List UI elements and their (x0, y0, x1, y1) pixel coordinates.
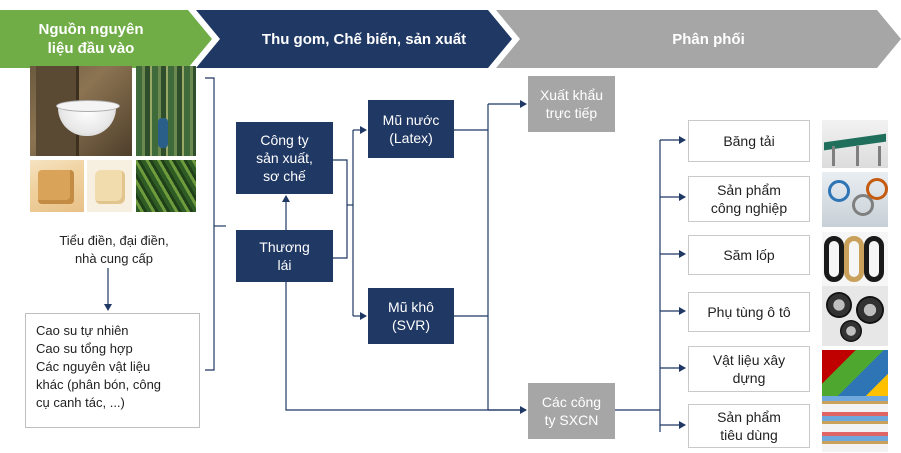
inputs-list-item: khác (phân bón, công (36, 377, 162, 392)
product-box-consumer: Sản phẩm tiêu dùng (688, 404, 810, 448)
conveyor-belt-photo (822, 120, 888, 168)
industrial-box: Các công ty SXCN (528, 383, 615, 439)
latex-line: Mũ nước (382, 112, 440, 128)
export-box: Xuất khẩu trực tiếp (528, 76, 615, 132)
export-line: trực tiếp (545, 105, 598, 121)
latex-line: (Latex) (389, 130, 433, 146)
consumer-products-photo (822, 396, 888, 452)
rubber-block-photo (87, 160, 132, 212)
inputs-list-item: cụ canh tác, ...) (36, 395, 125, 410)
company-line: sản xuất, (256, 150, 313, 166)
header-inputs-line1: Nguồn nguyên (38, 21, 144, 38)
product-label: công nghiệp (710, 200, 788, 216)
product-label: Vật liệu xây (712, 352, 786, 368)
product-label: dựng (732, 370, 766, 386)
latex-box: Mũ nước (Latex) (368, 100, 454, 158)
product-label: Phụ tùng ô tô (707, 304, 791, 320)
header-distribution: Phân phối (496, 10, 901, 68)
header-distribution-label: Phân phối (672, 30, 745, 48)
industrial-line: Các công (541, 394, 602, 410)
latex-tapping-photo (30, 66, 132, 156)
rubber-block-photo (30, 160, 84, 212)
company-line: sơ chế (263, 168, 306, 184)
sources-caption-line1: Tiểu điền, đại điền, (59, 233, 169, 248)
processing-joint (333, 159, 348, 259)
source-brace (205, 77, 215, 371)
sources-caption: Tiểu điền, đại điền, nhà cung cấp (28, 232, 200, 268)
sources-caption-line2: nhà cung cấp (74, 251, 154, 266)
product-label: tiêu dùng (720, 427, 778, 443)
inputs-list-item: Cao su tổng hợp (36, 341, 133, 356)
product-label: Sản phẩm (717, 182, 781, 198)
trader-line: lái (277, 257, 292, 273)
export-line: Xuất khẩu (539, 87, 604, 103)
product-box-industrial: Sản phẩm công nghiệp (688, 176, 810, 222)
tires-photo (822, 232, 888, 286)
auto-parts-photo (822, 286, 888, 346)
product-label: Sản phẩm (717, 409, 781, 425)
product-box-tires: Săm lốp (688, 235, 810, 275)
header-inputs-line2: liệu đầu vào (47, 40, 135, 57)
svr-line: Mũ khô (388, 299, 434, 315)
construction-materials-photo (822, 350, 888, 396)
svr-box: Mũ khô (SVR) (368, 288, 454, 344)
svr-line: (SVR) (391, 317, 431, 333)
company-line: Công ty (260, 132, 309, 148)
inputs-list-box: Cao su tự nhiên Cao su tổng hợp Các nguy… (25, 313, 200, 428)
product-box-auto-parts: Phụ tùng ô tô (688, 292, 810, 332)
product-label: Băng tải (723, 133, 775, 149)
product-box-conveyor: Băng tải (688, 120, 810, 162)
company-box: Công ty sản xuất, sơ chế (236, 122, 333, 194)
inputs-list-item: Các nguyên vật liệu (36, 359, 151, 374)
trader-box: Thương lái (236, 230, 333, 282)
header-processing: Thu gom, Chế biến, sản xuất (196, 10, 512, 68)
rubber-forest-photo (136, 66, 196, 156)
header-inputs: Nguồn nguyên liệu đầu vào (0, 10, 212, 68)
product-box-construction: Vật liệu xây dựng (688, 346, 810, 392)
trader-line: Thương (259, 239, 310, 255)
inputs-list-item: Cao su tự nhiên (36, 323, 129, 338)
header-processing-label: Thu gom, Chế biến, sản xuất (261, 30, 467, 48)
industrial-line: ty SXCN (544, 412, 599, 428)
product-label: Săm lốp (723, 247, 775, 263)
seedling-photo (136, 160, 196, 212)
industrial-products-photo (822, 172, 888, 227)
